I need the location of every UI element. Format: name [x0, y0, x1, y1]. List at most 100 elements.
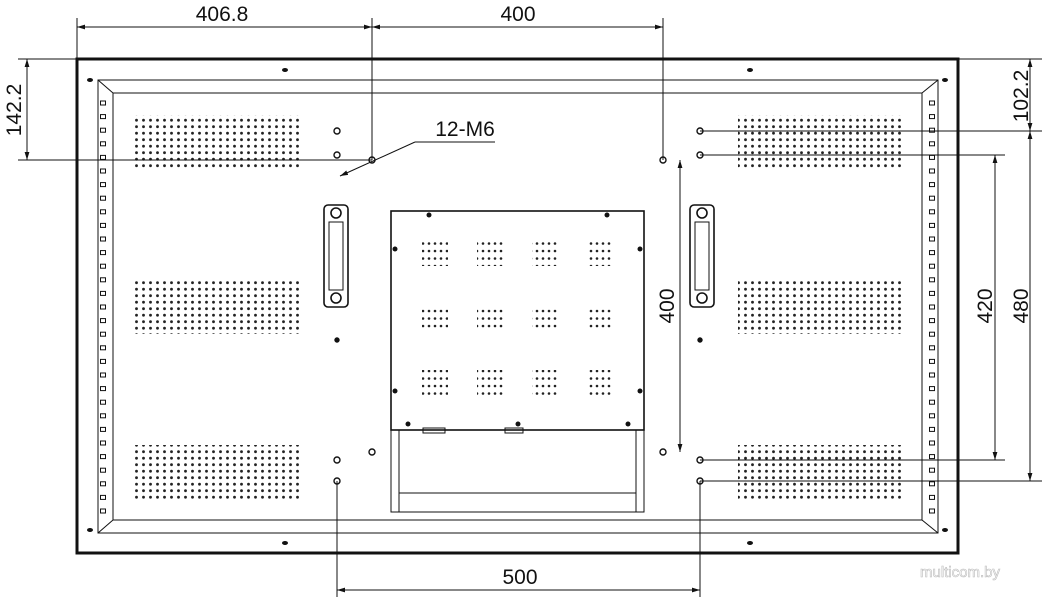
- slot: [929, 127, 935, 133]
- frame-screws: [87, 68, 948, 545]
- slot: [100, 127, 106, 133]
- slot: [929, 454, 935, 460]
- electronics-box: [390, 210, 645, 513]
- dimension-lines: [18, 18, 1042, 597]
- slot: [929, 386, 935, 392]
- slot: [929, 331, 935, 337]
- screw: [747, 68, 753, 72]
- screw: [87, 78, 93, 82]
- box-vent: [532, 240, 558, 266]
- slot: [100, 182, 106, 188]
- slot: [100, 209, 106, 215]
- panel-frame: [75, 57, 960, 555]
- slot: [100, 263, 106, 269]
- slot: [100, 331, 106, 337]
- slot: [929, 290, 935, 296]
- slot: [100, 100, 106, 106]
- box-vent: [587, 305, 613, 331]
- screw: [282, 541, 288, 545]
- slot: [929, 141, 935, 147]
- screw: [282, 68, 288, 72]
- slot: [929, 372, 935, 378]
- slot: [100, 481, 106, 487]
- slot: [100, 440, 106, 446]
- slot: [100, 345, 106, 351]
- slot: [100, 454, 106, 460]
- slot: [100, 318, 106, 324]
- slot: [929, 481, 935, 487]
- box-vent: [477, 305, 503, 331]
- left-handle: [323, 204, 349, 308]
- slot: [929, 250, 935, 256]
- box-vent: [587, 370, 613, 396]
- slot: [929, 358, 935, 364]
- dim-bottom-width: 500: [502, 566, 537, 589]
- box-vent: [422, 305, 448, 331]
- slot: [929, 263, 935, 269]
- box-vent: [477, 240, 503, 266]
- slot: [100, 250, 106, 256]
- slot: [100, 358, 106, 364]
- slot: [100, 236, 106, 242]
- box-vent: [532, 370, 558, 396]
- slot: [929, 236, 935, 242]
- right-handle: [689, 204, 715, 308]
- slot: [100, 372, 106, 378]
- slot: [929, 508, 935, 514]
- slot: [929, 345, 935, 351]
- slot: [929, 399, 935, 405]
- dim-mid-height: 420: [974, 288, 997, 323]
- slot: [929, 209, 935, 215]
- dim-outer-height: 480: [1010, 288, 1033, 323]
- dim-right-top-offset: 102.2: [1010, 70, 1033, 123]
- slot: [100, 290, 106, 296]
- slot: [100, 399, 106, 405]
- box-vent: [477, 370, 503, 396]
- screw: [942, 528, 948, 532]
- slot: [929, 318, 935, 324]
- watermark: multicom.by: [920, 564, 1001, 581]
- box-vent: [422, 370, 448, 396]
- dim-left-top-offset: 142.2: [3, 84, 26, 137]
- edge-slots: [100, 100, 935, 514]
- slot: [929, 114, 935, 120]
- hole-label: 12-M6: [435, 118, 495, 141]
- slot: [929, 182, 935, 188]
- slot: [929, 304, 935, 310]
- screw: [942, 78, 948, 82]
- slot: [929, 277, 935, 283]
- box-vent: [422, 240, 448, 266]
- slot: [100, 114, 106, 120]
- vent-grids: [135, 115, 902, 499]
- slot: [100, 386, 106, 392]
- slot: [100, 154, 106, 160]
- dim-top-vesa-width: 400: [500, 3, 535, 26]
- screw: [747, 541, 753, 545]
- slot: [929, 413, 935, 419]
- slot: [100, 168, 106, 174]
- slot: [929, 154, 935, 160]
- slot: [100, 304, 106, 310]
- slot: [100, 195, 106, 201]
- slot: [100, 467, 106, 473]
- dim-top-left-offset: 406.8: [196, 3, 249, 26]
- slot: [100, 222, 106, 228]
- slot: [929, 440, 935, 446]
- slot: [929, 222, 935, 228]
- slot: [929, 467, 935, 473]
- slot: [100, 508, 106, 514]
- screw: [87, 528, 93, 532]
- slot: [929, 426, 935, 432]
- slot: [100, 413, 106, 419]
- slot: [100, 141, 106, 147]
- slot: [929, 100, 935, 106]
- box-vent: [532, 305, 558, 331]
- dim-inner-vesa-height: 400: [656, 288, 679, 323]
- slot: [100, 494, 106, 500]
- slot: [929, 195, 935, 201]
- slot: [100, 426, 106, 432]
- slot: [929, 168, 935, 174]
- slot: [100, 277, 106, 283]
